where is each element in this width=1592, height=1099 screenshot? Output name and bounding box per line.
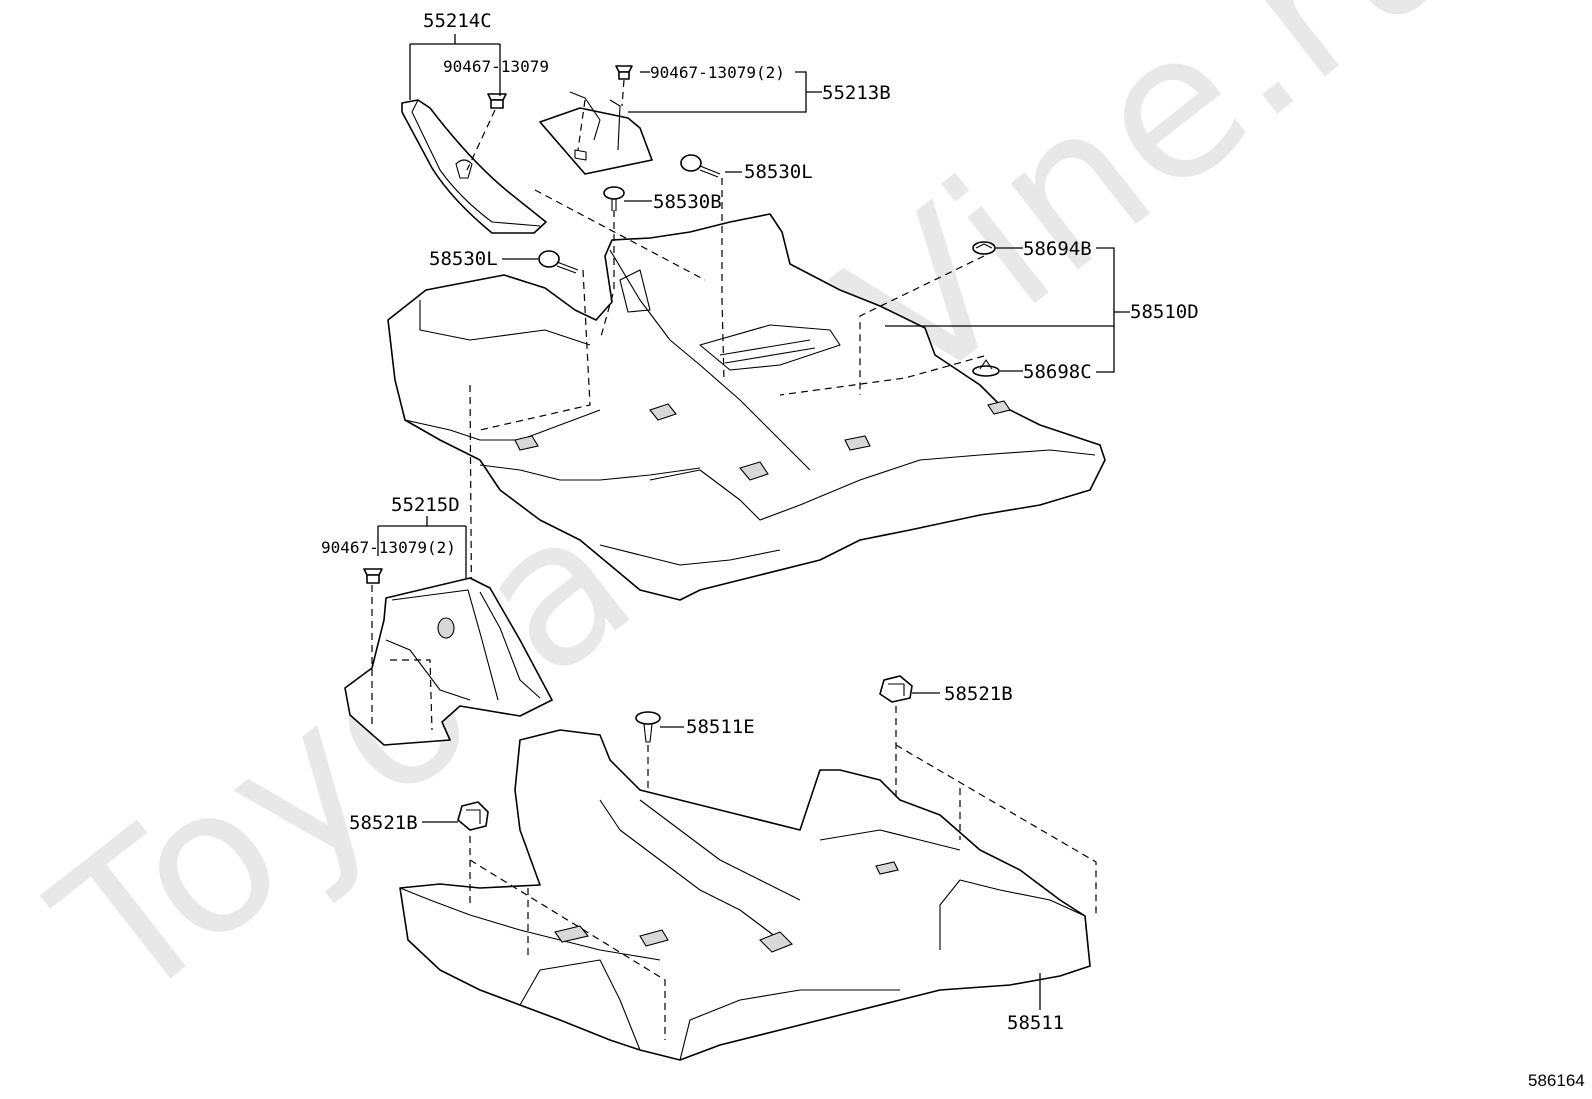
leader-lines [377,34,1130,1010]
clip-90467-c [363,568,383,584]
part-58510D-carpet [387,213,1106,601]
clip-58521B-right [879,675,913,703]
callout-58698C: 58698C [1023,361,1092,383]
callout-55214C: 55214C [423,10,492,32]
callout-55213B: 55213B [822,82,891,104]
dash-line [859,255,985,395]
clip-58521B-left [457,801,489,831]
dash-line [895,744,1097,918]
callout-58511E: 58511E [686,716,755,738]
callout-55215D: 55215D [391,494,460,516]
callout-58694B: 58694B [1023,238,1092,260]
callout-58521B-right: 58521B [944,683,1013,705]
part-58511-carpet [399,729,1091,1061]
clip-58511E [635,711,661,743]
screw-58530L-left [538,250,579,274]
clip-58698C [972,359,1000,377]
reference-number: 586164 [1528,1071,1585,1090]
callout-58530B: 58530B [653,191,722,213]
callout-90467-13079-b: 90467-13079(2) [650,63,785,82]
dash-line [469,859,666,1040]
dash-line [534,189,706,281]
dash-line [721,178,725,381]
part-55214C-pad [401,99,547,234]
callout-58521B-left: 58521B [349,812,418,834]
dash-line [479,269,591,431]
callout-90467-13079-c: 90467-13079(2) [321,538,456,557]
callout-58530L-top: 58530L [744,161,813,183]
screw-58530B [603,186,625,211]
dash-line [621,79,625,107]
dash-line [390,659,433,731]
callout-58510D: 58510D [1130,301,1199,323]
dash-line [577,99,586,151]
clip-90467-b [615,65,633,80]
callout-58530L-left: 58530L [429,248,498,270]
part-55215D-pad [344,577,553,746]
part-55213B-cover [539,91,653,175]
callout-90467-13079-a: 90467-13079 [443,57,549,76]
dash-line [599,210,615,341]
screw-58530L-top [680,154,721,178]
clip-58694B [972,241,996,255]
clip-90467-a [487,93,507,109]
dash-line [779,355,985,396]
callout-58511: 58511 [1007,1012,1064,1034]
